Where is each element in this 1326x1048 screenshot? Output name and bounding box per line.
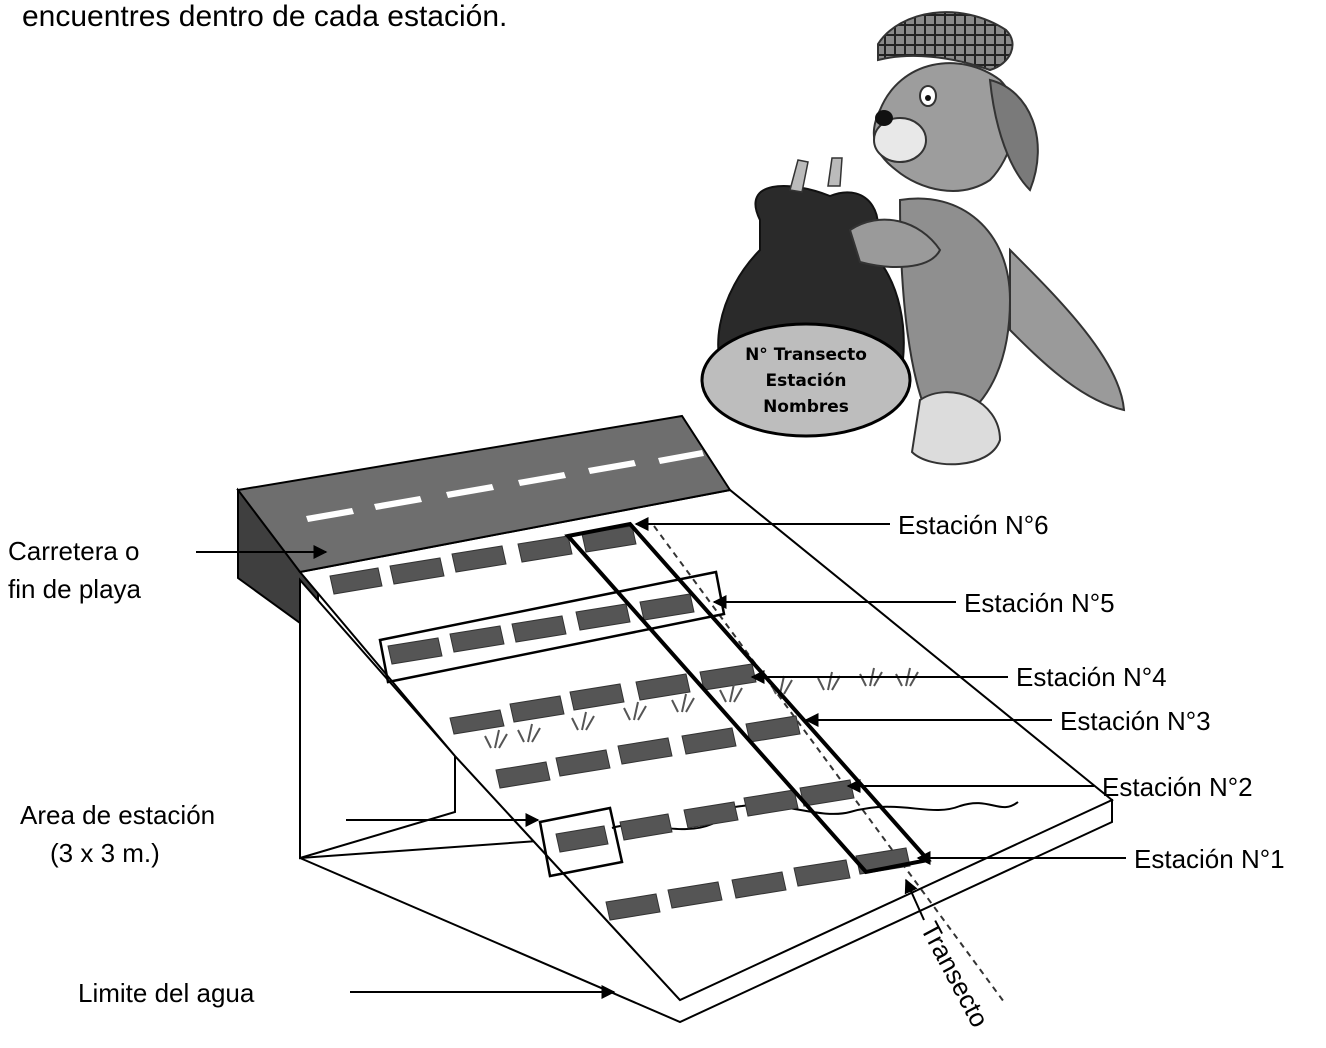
station-3-label: Estación N°3: [1060, 706, 1211, 736]
bag-tag: N° Transecto Estación Nombres: [700, 322, 912, 438]
station-1-label: Estación N°1: [1134, 844, 1285, 874]
station-4-label: Estación N°4: [1016, 662, 1167, 692]
station-6-label: Estación N°6: [898, 510, 1049, 540]
road: [236, 414, 732, 574]
area-label-line2: (3 x 3 m.): [50, 838, 160, 868]
station-plots: [329, 525, 911, 921]
dog-mascot-icon: [717, 11, 1126, 466]
area-station-box: [538, 806, 624, 878]
water-limit-label: Limite del agua: [78, 978, 255, 1008]
intro-text: encuentres dentro de cada estación.: [22, 0, 507, 33]
water-limit-line: [611, 801, 1019, 831]
road-label-line1: Carretera o: [8, 536, 140, 566]
bag-tag-line1: N° Transecto: [745, 345, 867, 365]
area-label-line1: Area de estación: [20, 800, 215, 830]
transect-arrow: [904, 878, 925, 921]
road-dashes: [306, 450, 704, 522]
bag-tag-line3: Nombres: [763, 397, 849, 417]
station-2-label: Estación N°2: [1102, 772, 1253, 802]
station-5-box: [378, 570, 726, 684]
station-5-label: Estación N°5: [964, 588, 1115, 618]
bag-tag-line2: Estación: [765, 371, 846, 391]
road-label-line2: fin de playa: [8, 574, 142, 604]
